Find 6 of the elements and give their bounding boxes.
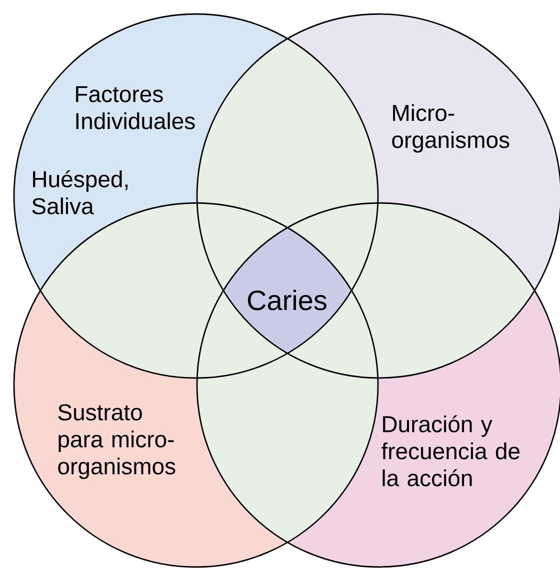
circle-label: Micro- organismos <box>392 104 510 153</box>
circle-label: Huésped, Saliva <box>32 170 128 214</box>
circle-label: Factores Individuales <box>76 86 195 130</box>
circle-label: Sustrato para micro- organismos <box>58 404 176 480</box>
center-label: Caries <box>248 290 326 310</box>
circle-label: Duración y frecuencia de la acción <box>382 415 520 486</box>
